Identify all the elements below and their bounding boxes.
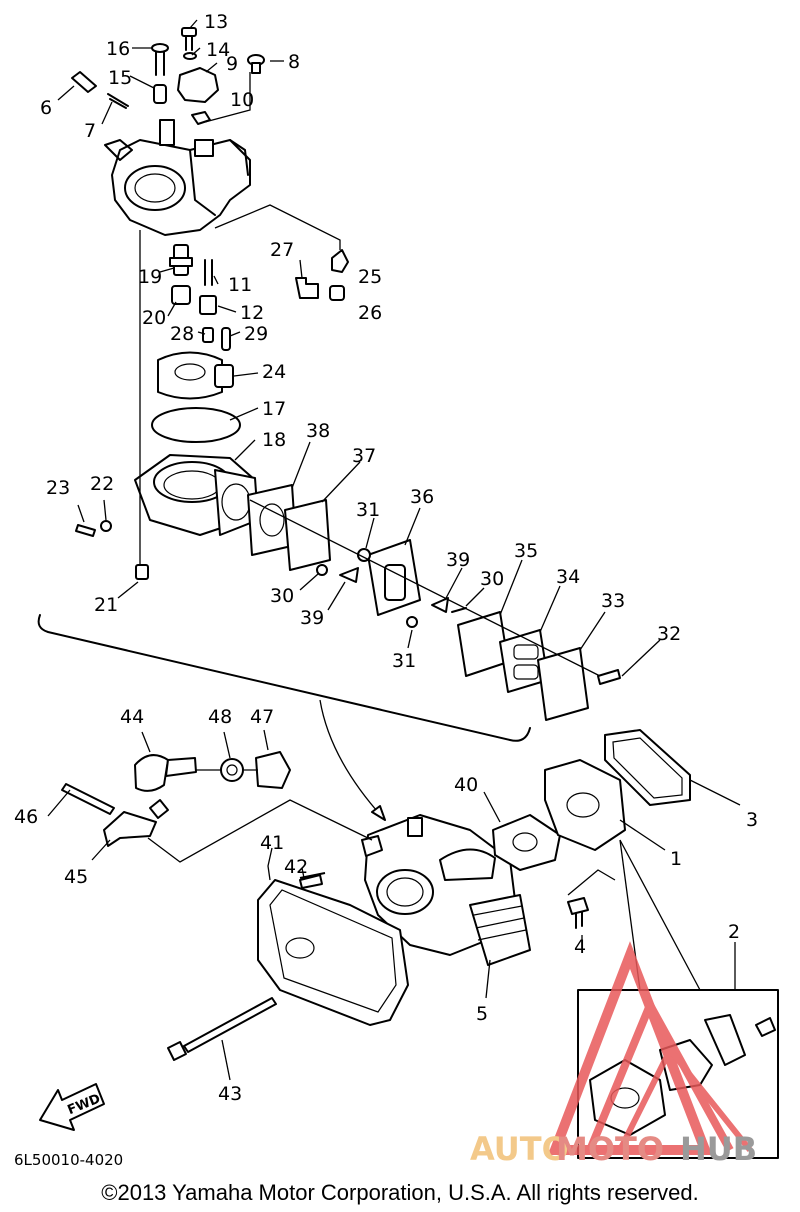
part-label: 2 [728, 921, 740, 943]
part-label: 37 [352, 445, 376, 467]
silencer-cover-drawing [167, 874, 409, 1061]
part-label: 22 [90, 473, 114, 495]
part-label: 13 [204, 11, 228, 33]
part-label: 32 [657, 623, 681, 645]
part-label: 17 [262, 398, 286, 420]
fwd-arrow: FWD [39, 1083, 105, 1131]
watermark-logo [547, 941, 753, 1155]
part-label: 30 [480, 568, 504, 590]
gasket-plate-drawing [247, 484, 621, 721]
part-label: 21 [94, 594, 118, 616]
part-label: 6 [40, 97, 52, 119]
diagram-code: 6L50010-4020 [14, 1151, 124, 1169]
part-label: 12 [240, 302, 264, 324]
carburetor-assembly-drawing [361, 814, 531, 966]
assembly-arrow [319, 699, 386, 821]
part-label: 18 [262, 429, 286, 451]
part-label: 28 [170, 323, 194, 345]
watermark-auto: AUTO [470, 1130, 569, 1168]
part-label: 41 [260, 832, 284, 854]
part-label: 43 [218, 1083, 242, 1105]
part-label: 44 [120, 706, 144, 728]
part-label: 20 [142, 307, 166, 329]
watermark-hub: HUB [680, 1130, 757, 1168]
part-label: 31 [356, 499, 380, 521]
part-label: 5 [476, 1003, 488, 1025]
throttle-lever-drawing [61, 751, 291, 847]
part-label: 30 [270, 585, 294, 607]
part-label: 15 [108, 67, 132, 89]
part-label: 48 [208, 706, 232, 728]
copyright-notice: ©2013 Yamaha Motor Corporation, U.S.A. A… [101, 1180, 699, 1205]
part-label: 9 [226, 53, 238, 75]
part-label: 34 [556, 566, 580, 588]
part-label: 11 [228, 274, 252, 296]
part-label: 25 [358, 266, 382, 288]
part-label: 3 [746, 809, 758, 831]
part-label: 10 [230, 89, 254, 111]
part-label: 1 [670, 848, 682, 870]
assembly-arrowhead [371, 805, 386, 821]
watermark-moto: MOTO [556, 1130, 664, 1168]
intake-parts-drawing [299, 729, 691, 929]
part-label: 7 [84, 120, 96, 142]
part-labels: 1 2 3 4 5 6 7 8 9 10 11 12 13 14 15 16 1… [14, 11, 758, 1105]
part-label: 4 [574, 936, 586, 958]
group-bracket [37, 614, 531, 742]
part-label: 46 [14, 806, 38, 828]
part-label: 40 [454, 774, 478, 796]
part-label: 42 [284, 856, 308, 878]
part-label: 19 [138, 266, 162, 288]
part-label: 16 [106, 38, 130, 60]
leader-lines [57, 19, 661, 677]
part-label: 8 [288, 51, 300, 73]
part-label: 14 [206, 39, 230, 61]
part-label: 45 [64, 866, 88, 888]
float-chamber-drawing [75, 351, 259, 580]
part-label: 29 [244, 323, 268, 345]
part-label: 39 [300, 607, 324, 629]
part-label: 23 [46, 477, 70, 499]
part-label: 39 [446, 549, 470, 571]
part-label: 26 [358, 302, 382, 324]
jet-parts-drawing [169, 244, 349, 351]
part-label: 36 [410, 486, 434, 508]
carburetor-body-drawing [71, 27, 265, 236]
watermark-text: AUTO MOTO HUB [470, 1130, 757, 1168]
part-label: 38 [306, 420, 330, 442]
part-label: 24 [262, 361, 286, 383]
part-label: 35 [514, 540, 538, 562]
part-label: 27 [270, 239, 294, 261]
part-label: 47 [250, 706, 274, 728]
part-label: 33 [601, 590, 625, 612]
part-label: 31 [392, 650, 416, 672]
